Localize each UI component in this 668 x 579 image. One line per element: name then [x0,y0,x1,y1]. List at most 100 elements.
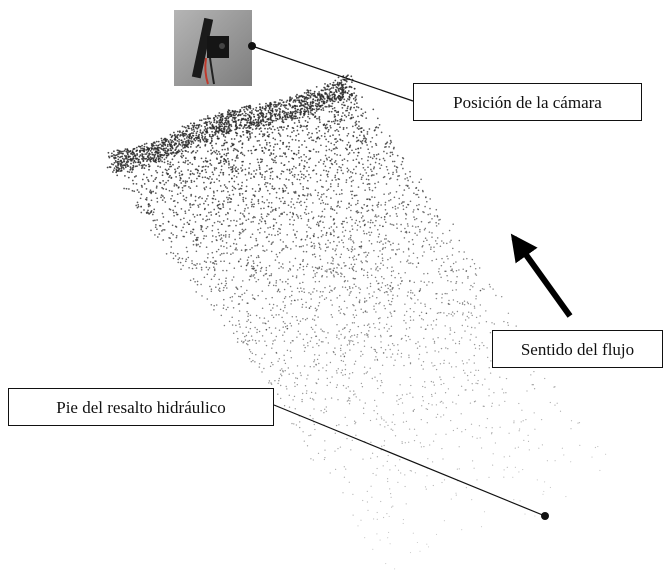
cloud-point [211,229,214,232]
cloud-point [383,277,385,280]
cloud-point [159,143,162,146]
cloud-point [291,138,294,141]
cloud-point [365,300,368,302]
cloud-point [397,469,400,471]
cloud-point [323,160,326,163]
cloud-point [257,199,260,201]
cloud-point [450,498,452,500]
cloud-point [385,563,387,565]
cloud-point [334,118,337,121]
cloud-point [313,366,315,368]
cloud-point [335,226,338,228]
cloud-point [296,105,299,108]
cloud-point [242,280,244,282]
cloud-point [364,169,366,171]
cloud-point [285,187,288,189]
cloud-point [262,112,264,115]
cloud-point [391,266,393,268]
cloud-point [120,165,122,167]
cloud-point [312,269,315,272]
cloud-point [172,257,175,260]
cloud-point [426,408,429,411]
cloud-point [274,115,277,118]
cloud-point [233,112,236,115]
cloud-point [271,111,274,113]
cloud-point [220,234,223,236]
cloud-point [233,186,235,189]
cloud-point [346,144,349,146]
cloud-point [432,484,434,487]
cloud-point [389,348,391,351]
cloud-point [350,93,353,95]
cloud-point [367,159,369,162]
cloud-point [317,452,320,455]
cloud-point [166,145,169,148]
cloud-point [223,123,226,126]
cloud-point [320,144,322,147]
cloud-point [183,223,186,225]
cloud-point [422,240,425,243]
cloud-point [549,401,551,404]
cloud-point [263,231,266,233]
cloud-point [376,204,378,206]
cloud-point [321,265,323,268]
cloud-point [205,235,208,237]
cloud-point [242,130,244,133]
cloud-point [389,289,391,291]
cloud-point [437,337,439,339]
cloud-point [294,234,296,236]
cloud-point [195,236,198,239]
cloud-point [350,101,353,104]
cloud-point [416,257,419,259]
cloud-point [259,127,262,130]
cloud-point [262,133,264,135]
cloud-point [167,168,170,171]
cloud-point [258,166,261,169]
cloud-point [446,255,448,258]
cloud-point [368,323,370,325]
cloud-point [386,267,389,269]
cloud-point [138,191,140,193]
cloud-point [346,107,349,110]
cloud-point [192,213,195,216]
cloud-point [325,195,328,198]
cloud-point [237,150,240,153]
cloud-point [200,283,202,286]
cloud-point [216,121,219,124]
cloud-point [135,175,137,177]
cloud-point [278,251,281,254]
cloud-point [155,144,158,147]
cloud-point [276,176,279,179]
cloud-point [329,166,331,169]
cloud-point [303,160,306,162]
cloud-point [293,173,296,176]
cloud-point [278,313,280,316]
cloud-point [269,113,272,116]
cloud-point [384,201,387,204]
cloud-point [283,164,286,166]
cloud-point [187,125,190,128]
cloud-point [252,205,255,208]
cloud-point [439,218,441,221]
cloud-point [255,148,258,151]
cloud-point [188,186,190,188]
cloud-point [291,117,294,120]
cloud-point [249,126,252,129]
cloud-point [252,216,254,219]
cloud-point [133,152,136,155]
cloud-point [385,238,387,240]
cloud-point [259,219,261,221]
cloud-point [282,191,284,193]
cloud-point [424,303,426,305]
cloud-point [316,358,319,361]
cloud-point [353,131,355,133]
cloud-point [306,128,308,130]
cloud-point [180,155,182,158]
cloud-point [352,268,354,271]
cloud-point [290,115,293,117]
cloud-point [458,446,460,448]
cloud-point [142,164,144,167]
cloud-point [279,99,281,101]
cloud-point [279,102,281,105]
